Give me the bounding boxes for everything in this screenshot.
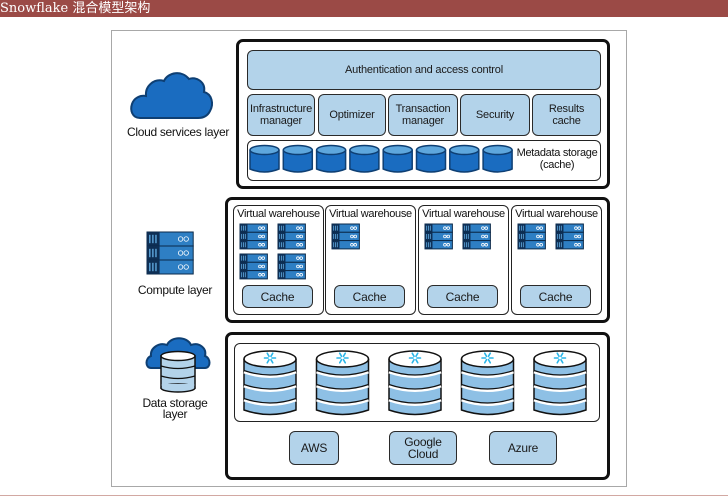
snowflake-logo-icon	[408, 352, 422, 364]
bottom-divider	[0, 495, 728, 496]
metadata-cylinder-icon	[415, 144, 447, 173]
warehouse-cache-box: Cache	[520, 285, 591, 308]
cache-label: Cache	[445, 289, 480, 304]
auth-label: Authentication and access control	[345, 64, 503, 76]
server-stack-icon	[146, 231, 194, 275]
warehouse-cache-box: Cache	[427, 285, 498, 308]
metadata-cylinder-icon	[315, 144, 347, 173]
provider-google-cloud: Google Cloud	[389, 431, 457, 465]
service-label-line2: cache	[552, 115, 581, 127]
warehouse-cache-box: Cache	[242, 285, 313, 308]
warehouse-servers	[331, 223, 360, 250]
provider-label: Azure	[507, 441, 539, 455]
virtual-warehouse-title: Virtual warehouse	[515, 208, 598, 220]
server-rack-icon	[146, 231, 194, 275]
snowflake-logo-icon	[336, 352, 349, 364]
cache-label: Cache	[260, 289, 295, 304]
cache-label: Cache	[538, 289, 573, 304]
service-label-line1: Security	[475, 109, 515, 121]
metadata-cylinder-icon	[349, 144, 380, 173]
auth-access-control-box: Authentication and access control	[247, 50, 601, 90]
warehouse-servers	[424, 223, 491, 250]
snowflake-logo-icon	[481, 352, 494, 364]
provider-azure: Azure	[489, 431, 557, 465]
snowflake-database-icon	[388, 350, 442, 416]
virtual-warehouse-title: Virtual warehouse	[422, 208, 505, 220]
snowflake-database-icon	[243, 350, 297, 416]
server-stack-icon	[239, 253, 268, 280]
data-storage-layer-label: Data storage layer	[120, 396, 230, 421]
metadata-cylinder-icon	[482, 144, 513, 173]
metadata-storage-label: Metadata storage (cache)	[514, 147, 600, 171]
server-stack-icon	[424, 223, 453, 250]
storage-label-line1: Data storage	[142, 396, 208, 410]
server-stack-icon	[277, 253, 306, 280]
service-label-line1: Infrastructure	[249, 103, 312, 115]
snowflake-database-icon	[315, 350, 370, 416]
service-optimizer: Optimizer	[318, 94, 386, 136]
database-cylinders	[243, 350, 587, 416]
provider-label: AWS	[300, 441, 328, 455]
cache-label: Cache	[352, 289, 387, 304]
service-security: Security	[460, 94, 530, 136]
snowflake-database-icon	[533, 350, 587, 416]
service-label-line1: Results	[548, 103, 585, 115]
warehouse-servers	[517, 223, 584, 250]
server-stack-icon	[277, 223, 306, 250]
cloud-database-icon	[145, 337, 211, 393]
cloud-icon	[130, 72, 213, 119]
provider-aws: AWS	[289, 431, 339, 465]
service-label-line2: manager	[401, 115, 444, 127]
compute-layer-label: Compute layer	[137, 283, 213, 297]
provider-label: Google Cloud	[404, 435, 442, 461]
service-label-line1: Transaction	[395, 103, 451, 115]
metadata-cylinder-icon	[382, 144, 413, 173]
storage-label-line2: layer	[162, 407, 188, 421]
metadata-cylinder-icon	[282, 144, 314, 173]
snowflake-database-icon	[460, 350, 515, 416]
warehouse-servers	[239, 223, 306, 280]
server-stack-icon	[555, 223, 584, 250]
header-title: Snowflake 混合模型架构	[0, 1, 151, 16]
metadata-label-line2: (cache)	[539, 159, 575, 171]
server-stack-icon	[517, 223, 546, 250]
virtual-warehouse-title: Virtual warehouse	[237, 208, 320, 220]
metadata-cylinder-icon	[249, 144, 280, 173]
server-stack-icon	[239, 223, 268, 250]
server-stack-icon	[331, 223, 360, 250]
metadata-label-line1: Metadata storage	[516, 147, 598, 159]
service-label-line2: manager	[259, 115, 302, 127]
snowflake-logo-icon	[553, 352, 567, 364]
virtual-warehouse-title: Virtual warehouse	[329, 208, 412, 220]
warehouse-cache-box: Cache	[334, 285, 405, 308]
service-label-line1: Optimizer	[329, 109, 375, 121]
metadata-cylinders	[249, 144, 513, 173]
metadata-cylinder-icon	[449, 144, 480, 173]
cloud-services-layer-label: Cloud services layer	[126, 125, 230, 139]
server-stack-icon	[462, 223, 491, 250]
page-header: Snowflake 混合模型架构	[0, 0, 728, 17]
snowflake-logo-icon	[263, 352, 277, 364]
